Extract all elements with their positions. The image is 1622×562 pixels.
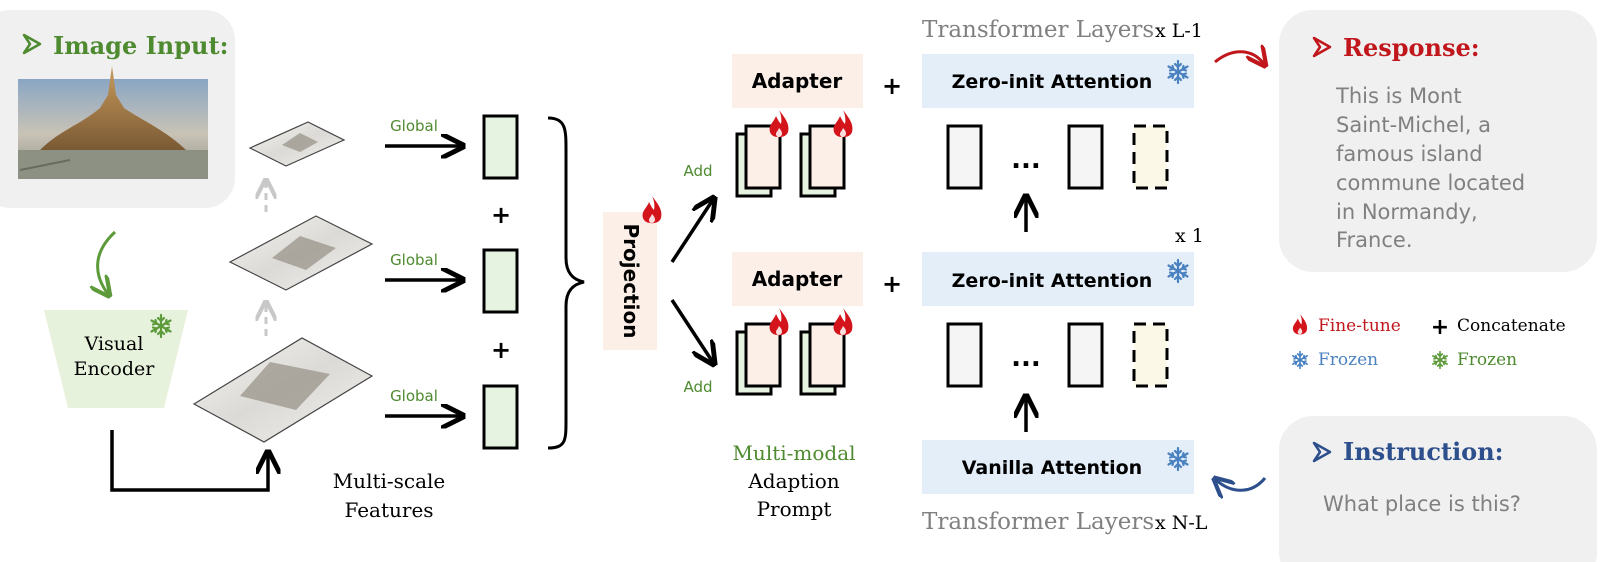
vanilla-label: Vanilla Attention <box>962 457 1142 479</box>
response-line-4: commune located <box>1336 171 1525 195</box>
image-input-panel: Image Input: <box>0 10 235 208</box>
transformer-top-mult: x L-1 <box>1155 20 1203 42</box>
features-caption-line2: Features <box>344 498 433 522</box>
projection-label: Projection <box>619 224 643 339</box>
transformer-top-title: Transformer Layers <box>922 17 1154 43</box>
projection-arrow-down <box>670 299 714 364</box>
flame-icon <box>833 110 853 138</box>
flame-icon <box>642 196 662 224</box>
response-line-3: famous island <box>1336 142 1483 166</box>
encoder-label-line1: Visual <box>84 333 144 355</box>
instruction-text: What place is this? <box>1323 492 1521 516</box>
feature-token-2 <box>482 248 519 314</box>
response-line-5: in Normandy, <box>1336 200 1478 224</box>
transformer-mid-mult: x 1 <box>1175 225 1204 247</box>
concat-brace <box>547 116 585 450</box>
feature-map-medium <box>228 215 374 291</box>
ellipsis-bottom: ... <box>1011 343 1041 373</box>
zero-init-attention-top: Zero-init Attention <box>922 54 1194 108</box>
encoder-label-line2: Encoder <box>74 358 156 380</box>
transformer-bottom-title: Transformer Layers <box>922 509 1154 535</box>
feature-map-large <box>192 337 374 443</box>
token-row-top: ... <box>946 124 1169 190</box>
visual-encoder: Visual Encoder <box>44 310 188 408</box>
response-title: Response: <box>1343 33 1480 62</box>
legend-concatenate: Concatenate <box>1457 316 1566 336</box>
prompt-caption-line2: Adaption <box>747 469 839 493</box>
features-caption-line1: Multi-scale <box>333 469 446 493</box>
flame-icon <box>769 110 789 138</box>
zero-init-label-top: Zero-init Attention <box>952 71 1153 93</box>
plus-sign-1: + <box>491 201 511 229</box>
zero-init-attention-bottom: Zero-init Attention <box>922 252 1194 306</box>
chevron-right-icon <box>1312 441 1332 463</box>
vanilla-attention: Vanilla Attention <box>922 440 1194 494</box>
global-arrows: Global Global Global <box>385 117 463 416</box>
ellipsis-top: ... <box>1011 145 1041 175</box>
image-input-title: Image Input: <box>53 31 228 60</box>
response-panel: Response: This is Mont Saint-Michel, a f… <box>1279 10 1597 272</box>
adapter-top: Adapter <box>732 54 863 108</box>
legend-fine-tune: Fine-tune <box>1318 316 1401 336</box>
prompt-caption-line1: Multi-modal <box>732 441 855 465</box>
snowflake-icon <box>1432 350 1448 370</box>
flame-icon <box>769 308 789 336</box>
prompt-caption-line3: Prompt <box>757 497 832 521</box>
adapter-label-bottom: Adapter <box>752 267 843 291</box>
encode-arrow <box>98 230 117 294</box>
global-label-2: Global <box>390 251 438 269</box>
plus-sign-top: + <box>882 72 902 100</box>
instruction-arrow <box>1216 478 1267 490</box>
chevron-right-icon <box>1312 36 1332 58</box>
response-line-1: This is Mont <box>1335 84 1462 108</box>
plus-sign-bottom: + <box>882 270 902 298</box>
feature-map-small <box>248 121 346 167</box>
feature-token-3 <box>482 384 519 450</box>
encoder-output-arrow <box>110 430 268 492</box>
zero-init-label-bottom: Zero-init Attention <box>952 270 1153 292</box>
chevron-right-icon <box>22 33 42 55</box>
response-line-2: Saint-Michel, a <box>1336 113 1491 137</box>
prompt-tokens-top <box>735 110 853 198</box>
projection-block: Projection <box>603 196 662 350</box>
flame-icon <box>1292 314 1308 335</box>
token-row-bottom: ... <box>946 322 1169 388</box>
plus-icon: + <box>1431 315 1449 340</box>
add-label-top: Add <box>683 162 712 180</box>
plus-sign-2: + <box>491 336 511 364</box>
snowflake-icon <box>1292 350 1308 370</box>
global-label-1: Global <box>390 117 438 135</box>
legend: Fine-tune + Concatenate Frozen Frozen <box>1292 314 1566 370</box>
response-arrow <box>1214 52 1264 64</box>
flame-icon <box>833 308 853 336</box>
feature-token-1 <box>482 114 519 180</box>
global-label-3: Global <box>390 387 438 405</box>
instruction-title: Instruction: <box>1343 437 1504 466</box>
prompt-tokens-bottom <box>735 308 853 396</box>
projection-arrow-up <box>670 198 714 263</box>
input-photo <box>18 66 208 179</box>
legend-frozen-green: Frozen <box>1457 350 1517 370</box>
add-label-bottom: Add <box>683 378 712 396</box>
adapter-label-top: Adapter <box>752 69 843 93</box>
legend-frozen-blue: Frozen <box>1318 350 1378 370</box>
instruction-panel: Instruction: What place is this? <box>1279 416 1597 562</box>
transformer-bottom-mult: x N-L <box>1155 512 1208 534</box>
adapter-bottom: Adapter <box>732 252 863 306</box>
response-line-6: France. <box>1336 228 1413 252</box>
